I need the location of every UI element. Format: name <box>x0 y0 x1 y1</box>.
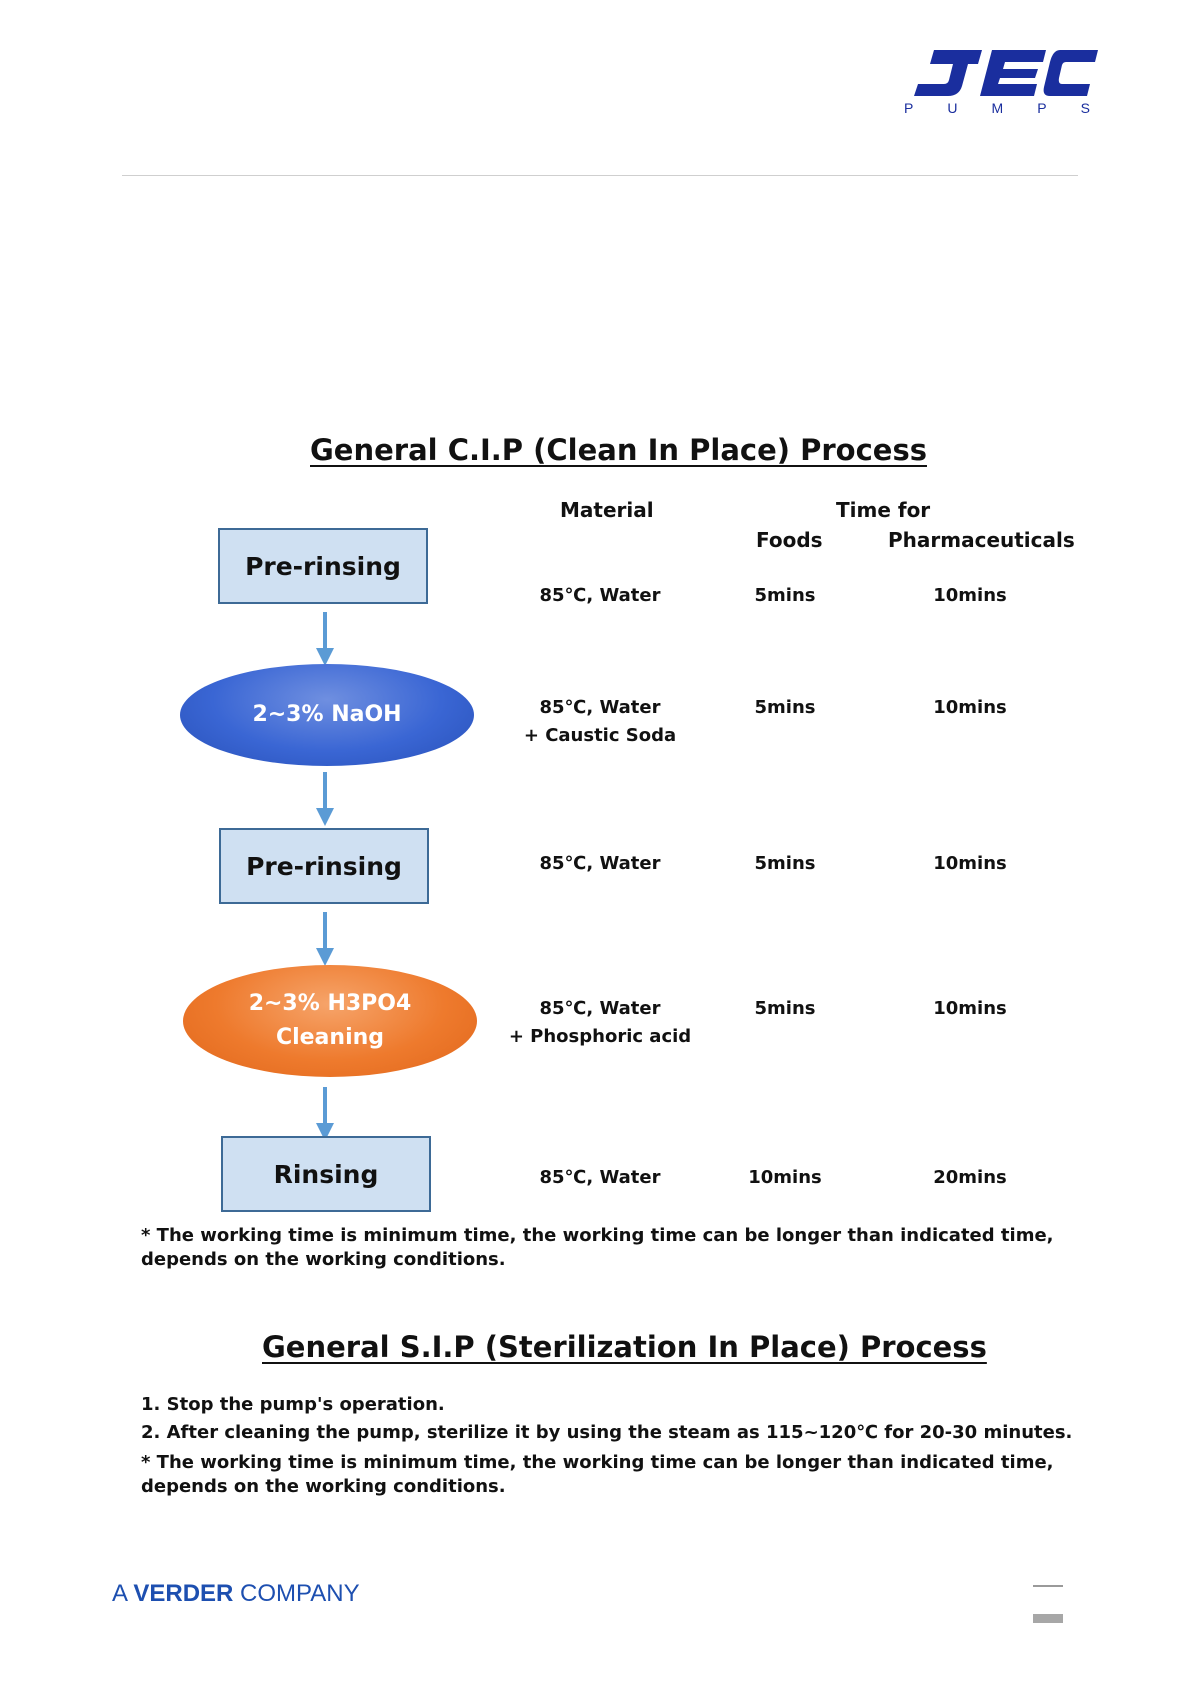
col-pharmaceuticals: Pharmaceuticals <box>888 528 1075 552</box>
sip-note-line2: depends on the working conditions. <box>141 1476 506 1497</box>
cip-note: * The working time is minimum time, the … <box>141 1224 1081 1272</box>
logo-letter: U <box>947 100 958 116</box>
logo-letter: M <box>991 100 1004 116</box>
verder-company-logo: A VERDER COMPANY <box>112 1580 360 1608</box>
step5-foods-time: 10mins <box>748 1167 822 1188</box>
step3-foods-time: 5mins <box>754 853 816 874</box>
step5-material: 85℃, Water <box>539 1167 661 1188</box>
footer-brand-verder: VERDER <box>133 1580 234 1607</box>
page-marker-line <box>1033 1585 1063 1587</box>
col-foods: Foods <box>756 528 823 552</box>
footer-brand-company: COMPANY <box>233 1580 360 1607</box>
sip-item-1: 1. Stop the pump's operation. <box>141 1394 445 1415</box>
arrow-down-icon <box>314 772 336 826</box>
sip-note-line1: * The working time is minimum time, the … <box>141 1452 1054 1473</box>
logo-letter: P <box>904 100 914 116</box>
step1-pharma-time: 10mins <box>933 585 1007 606</box>
step2-material-2: + Caustic Soda <box>523 725 677 746</box>
step-naoh: 2~3% NaOH <box>180 664 474 766</box>
col-material: Material <box>560 498 654 522</box>
step3-material: 85℃, Water <box>539 853 661 874</box>
step-pre-rinsing-2: Pre-rinsing <box>219 828 429 904</box>
cip-note-line2: depends on the working conditions. <box>141 1249 506 1270</box>
step4-material-1: 85℃, Water <box>539 998 661 1019</box>
step4-label-line1: 2~3% H3PO4 <box>248 991 412 1016</box>
jec-pumps-logo: P U M P S <box>900 40 1100 130</box>
step3-pharma-time: 10mins <box>933 853 1007 874</box>
arrow-down-icon <box>314 912 336 966</box>
sip-list: 1. Stop the pump's operation. 2. After c… <box>141 1393 1081 1499</box>
header-divider <box>122 175 1078 176</box>
step2-material-1: 85℃, Water <box>539 697 661 718</box>
step4-pharma-time: 10mins <box>933 998 1007 1019</box>
footer-brand-a: A <box>112 1580 134 1607</box>
logo-pumps-text: P U M P S <box>904 100 1090 116</box>
step4-material-2: + Phosphoric acid <box>508 1026 692 1047</box>
step5-pharma-time: 20mins <box>933 1167 1007 1188</box>
arrow-down-icon <box>314 612 336 666</box>
step2-foods-time: 5mins <box>754 697 816 718</box>
step-rinsing: Rinsing <box>221 1136 431 1212</box>
logo-letter: P <box>1037 100 1047 116</box>
step4-label-line2: Cleaning <box>275 1025 385 1050</box>
cip-note-line1: * The working time is minimum time, the … <box>141 1225 1054 1246</box>
step1-material: 85℃, Water <box>539 585 661 606</box>
sip-item-2: 2. After cleaning the pump, sterilize it… <box>141 1422 1073 1443</box>
step1-foods-time: 5mins <box>754 585 816 606</box>
step2-pharma-time: 10mins <box>933 697 1007 718</box>
jec-logo-mark <box>914 50 1098 96</box>
step-h3po4-cleaning: 2~3% H3PO4 Cleaning <box>183 965 477 1077</box>
arrow-down-icon <box>314 1087 336 1141</box>
logo-letter: S <box>1080 100 1090 116</box>
step-pre-rinsing-1: Pre-rinsing <box>218 528 428 604</box>
page-marker-block <box>1033 1614 1063 1623</box>
cip-title: General C.I.P (Clean In Place) Process <box>310 433 927 467</box>
sip-title: General S.I.P (Sterilization In Place) P… <box>262 1330 987 1364</box>
step4-foods-time: 5mins <box>754 998 816 1019</box>
col-time-for: Time for <box>836 498 931 522</box>
